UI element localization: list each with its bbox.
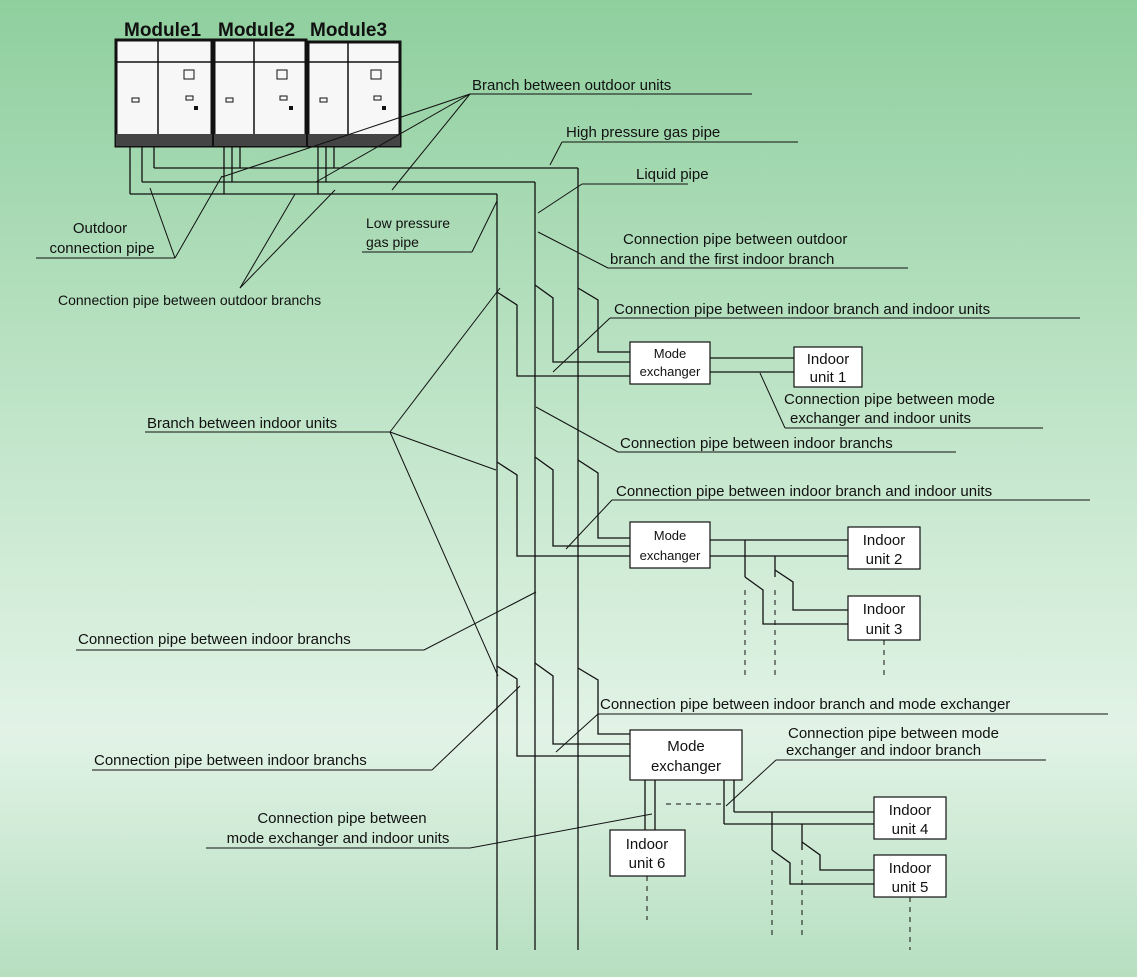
branch-group-2 [496, 456, 921, 680]
module-2-label: Module2 [218, 20, 295, 41]
indoor-unit-5 [873, 854, 947, 898]
outdoor-module-1 [114, 38, 214, 148]
indoor-unit-2-line1: Indoor [863, 532, 906, 549]
indoor-unit-4-line2: unit 4 [892, 821, 929, 838]
mode-ex-1-line1: Mode [654, 346, 687, 361]
label-indoor-branchs-2: Connection pipe between indoor branchs [78, 631, 351, 648]
indoor-unit-2 [847, 526, 921, 570]
label-outdoor-branch-conn: Connection pipe between outdoor branchs [58, 292, 321, 308]
indoor-unit-1 [793, 346, 863, 388]
module-3-label: Module3 [310, 20, 387, 41]
indoor-unit-5-line1: Indoor [889, 860, 932, 877]
indoor-unit-4 [873, 796, 947, 840]
label-high-pressure: High pressure gas pipe [566, 124, 720, 141]
label-indoor-branchs-3: Connection pipe between indoor branchs [94, 752, 367, 769]
label-indoor-branch-unit-1: Connection pipe between indoor branch an… [614, 301, 990, 318]
indoor-unit-3-line1: Indoor [863, 601, 906, 618]
indoor-unit-5-line2: unit 5 [892, 879, 929, 896]
indoor-unit-4-line1: Indoor [889, 802, 932, 819]
mode-ex-1-line2: exchanger [640, 364, 701, 379]
mode-ex-2-line2: exchanger [640, 548, 701, 563]
indoor-unit-1-line2: unit 1 [810, 369, 847, 386]
module-1-label: Module1 [124, 20, 201, 41]
label-outdoor-first-indoor-2: branch and the first indoor branch [610, 251, 834, 268]
label-low-pressure-2: gas pipe [366, 234, 419, 250]
outdoor-module-3 [306, 40, 402, 148]
indoor-unit-2-line2: unit 2 [866, 551, 903, 568]
indoor-unit-3-line2: unit 3 [866, 621, 903, 638]
label-indoor-branch-unit-2: Connection pipe between indoor branch an… [616, 483, 992, 500]
label-indoor-branchs-1: Connection pipe between indoor branchs [620, 435, 893, 452]
label-outdoor-first-indoor-1: Connection pipe between outdoor [623, 231, 847, 248]
label-mode-ex-indoor-2a: Connection pipe between [257, 810, 426, 827]
label-mode-ex-branch-a: Connection pipe between mode [788, 725, 999, 742]
indoor-unit-6 [609, 829, 686, 877]
mode-ex-2-line1: Mode [654, 528, 687, 543]
mode-ex-3-line1: Mode [667, 738, 705, 755]
label-indoor-branch-mode-ex: Connection pipe between indoor branch an… [600, 696, 1010, 713]
label-liquid: Liquid pipe [636, 166, 709, 183]
leader-lines [36, 93, 1108, 849]
label-branch-outdoor: Branch between outdoor units [472, 77, 671, 94]
label-branch-indoor: Branch between indoor units [147, 415, 337, 432]
label-outdoor-conn-2: connection pipe [49, 240, 154, 257]
indoor-unit-1-line1: Indoor [807, 351, 850, 368]
indoor-unit-6-line1: Indoor [626, 836, 669, 853]
outdoor-module-2 [212, 38, 308, 148]
mode-exchanger-1 [629, 341, 711, 385]
mode-exchanger-3 [629, 729, 743, 781]
label-mode-ex-indoor-2b: mode exchanger and indoor units [227, 830, 450, 847]
label-low-pressure-1: Low pressure [366, 215, 450, 231]
branch-group-1 [496, 284, 863, 388]
label-outdoor-conn-1: Outdoor [73, 220, 127, 237]
label-mode-ex-indoor-1b: exchanger and indoor units [790, 410, 971, 427]
label-mode-ex-indoor-1a: Connection pipe between mode [784, 391, 995, 408]
label-mode-ex-branch-b: exchanger and indoor branch [786, 742, 981, 759]
main-risers [496, 168, 579, 950]
outdoor-pipework [129, 146, 578, 195]
indoor-unit-6-line2: unit 6 [629, 855, 666, 872]
mode-ex-3-line2: exchanger [651, 758, 721, 775]
mode-exchanger-2 [629, 521, 711, 569]
indoor-unit-3 [847, 595, 921, 641]
branch-group-3 [496, 662, 947, 950]
